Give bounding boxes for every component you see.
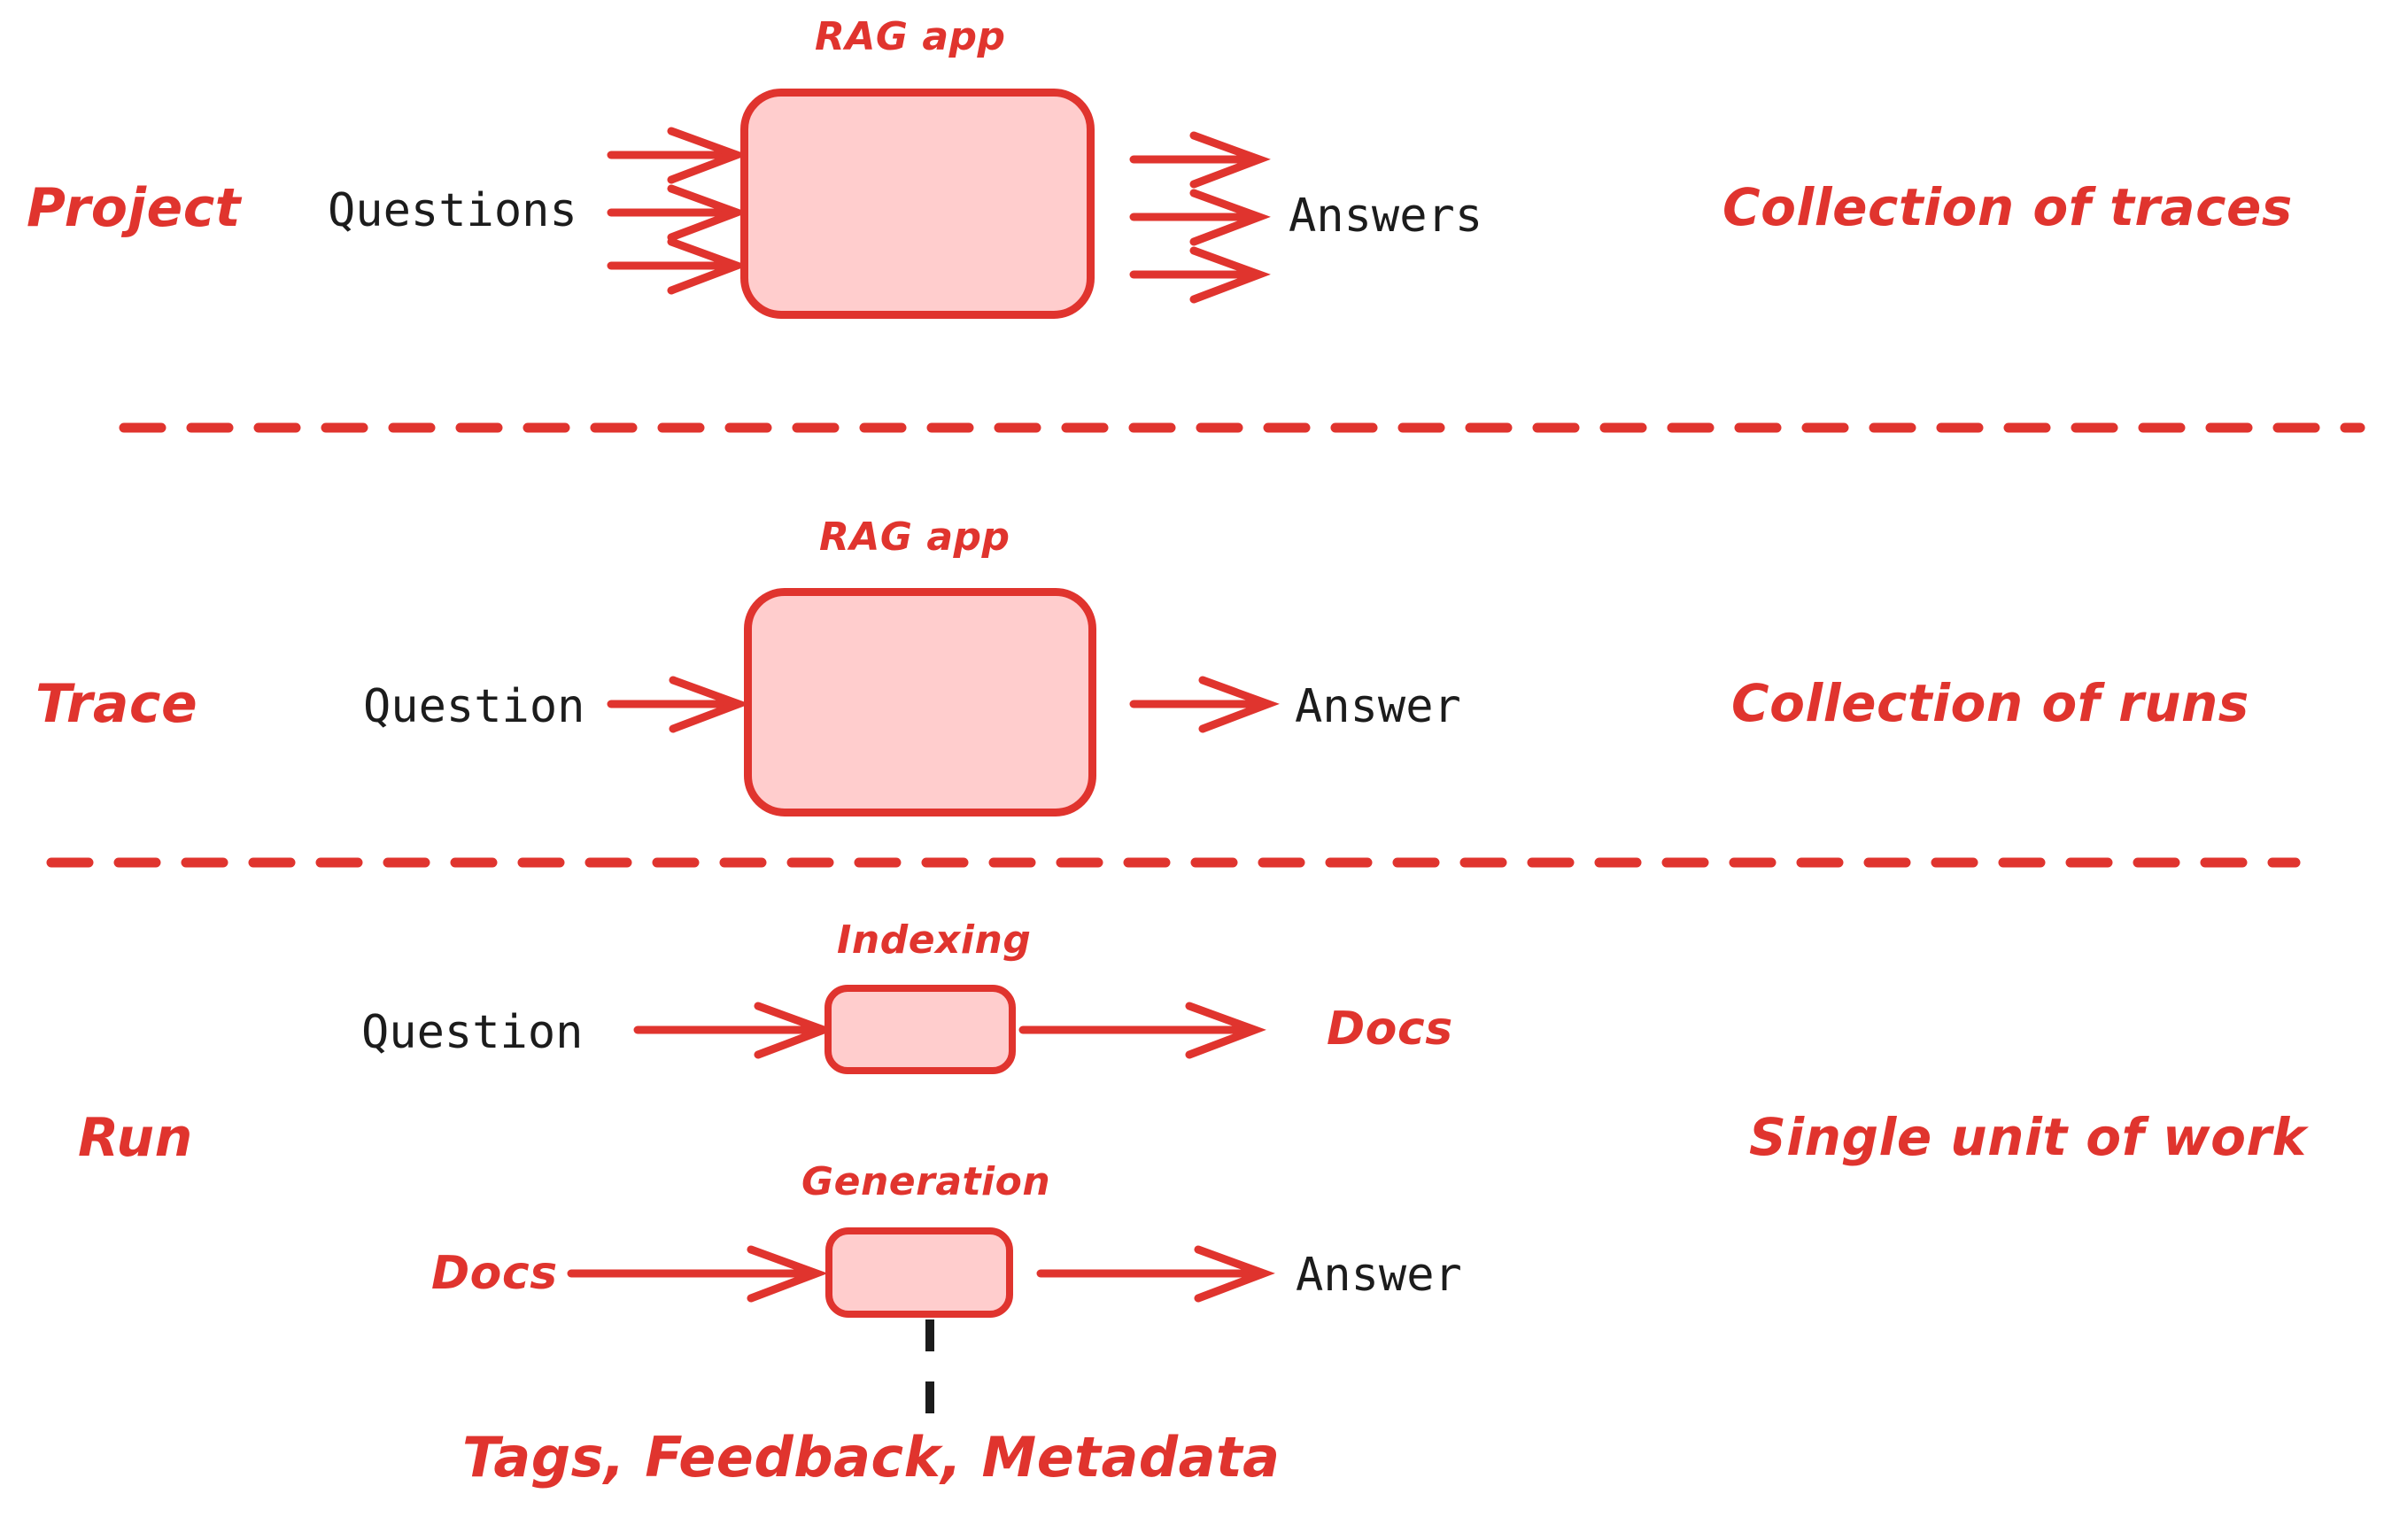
trace-description: Collection of runs — [1731, 673, 2249, 733]
project-output-arrows — [1129, 131, 1271, 304]
trace-input-label: Question — [363, 680, 585, 733]
indexing-box-label: Indexing — [837, 917, 1032, 963]
trace-process-box[interactable] — [744, 588, 1096, 816]
section-label-trace: Trace — [35, 673, 198, 735]
project-output-label: Answers — [1289, 190, 1483, 243]
generation-box-label: Generation — [801, 1159, 1051, 1204]
project-input-arrows — [607, 127, 748, 295]
trace-output-arrow — [1129, 676, 1280, 733]
section-label-run: Run — [78, 1107, 193, 1169]
run-description: Single unit of work — [1749, 1107, 2307, 1167]
project-process-box[interactable] — [740, 89, 1095, 319]
project-input-label: Questions — [328, 184, 577, 237]
generation-input-label: Docs — [431, 1247, 558, 1300]
indexing-process-box[interactable] — [824, 985, 1016, 1074]
project-box-label: RAG app — [815, 14, 1006, 59]
trace-input-arrow — [607, 676, 750, 733]
generation-input-arrow — [567, 1245, 828, 1303]
indexing-output-label: Docs — [1327, 1002, 1453, 1056]
generation-process-box[interactable] — [825, 1227, 1013, 1318]
project-description: Collection of traces — [1722, 177, 2293, 237]
generation-output-arrow — [1036, 1245, 1275, 1303]
run-metadata-annotation: Tags, Feedback, Metadata — [462, 1425, 1281, 1490]
section-label-project: Project — [27, 177, 241, 239]
trace-output-label: Answer — [1295, 680, 1461, 733]
indexing-input-arrow — [633, 1002, 835, 1059]
generation-output-label: Answer — [1296, 1249, 1462, 1302]
indexing-output-arrow — [1018, 1002, 1266, 1059]
indexing-input-label: Question — [361, 1006, 584, 1059]
trace-box-label: RAG app — [819, 515, 1010, 560]
